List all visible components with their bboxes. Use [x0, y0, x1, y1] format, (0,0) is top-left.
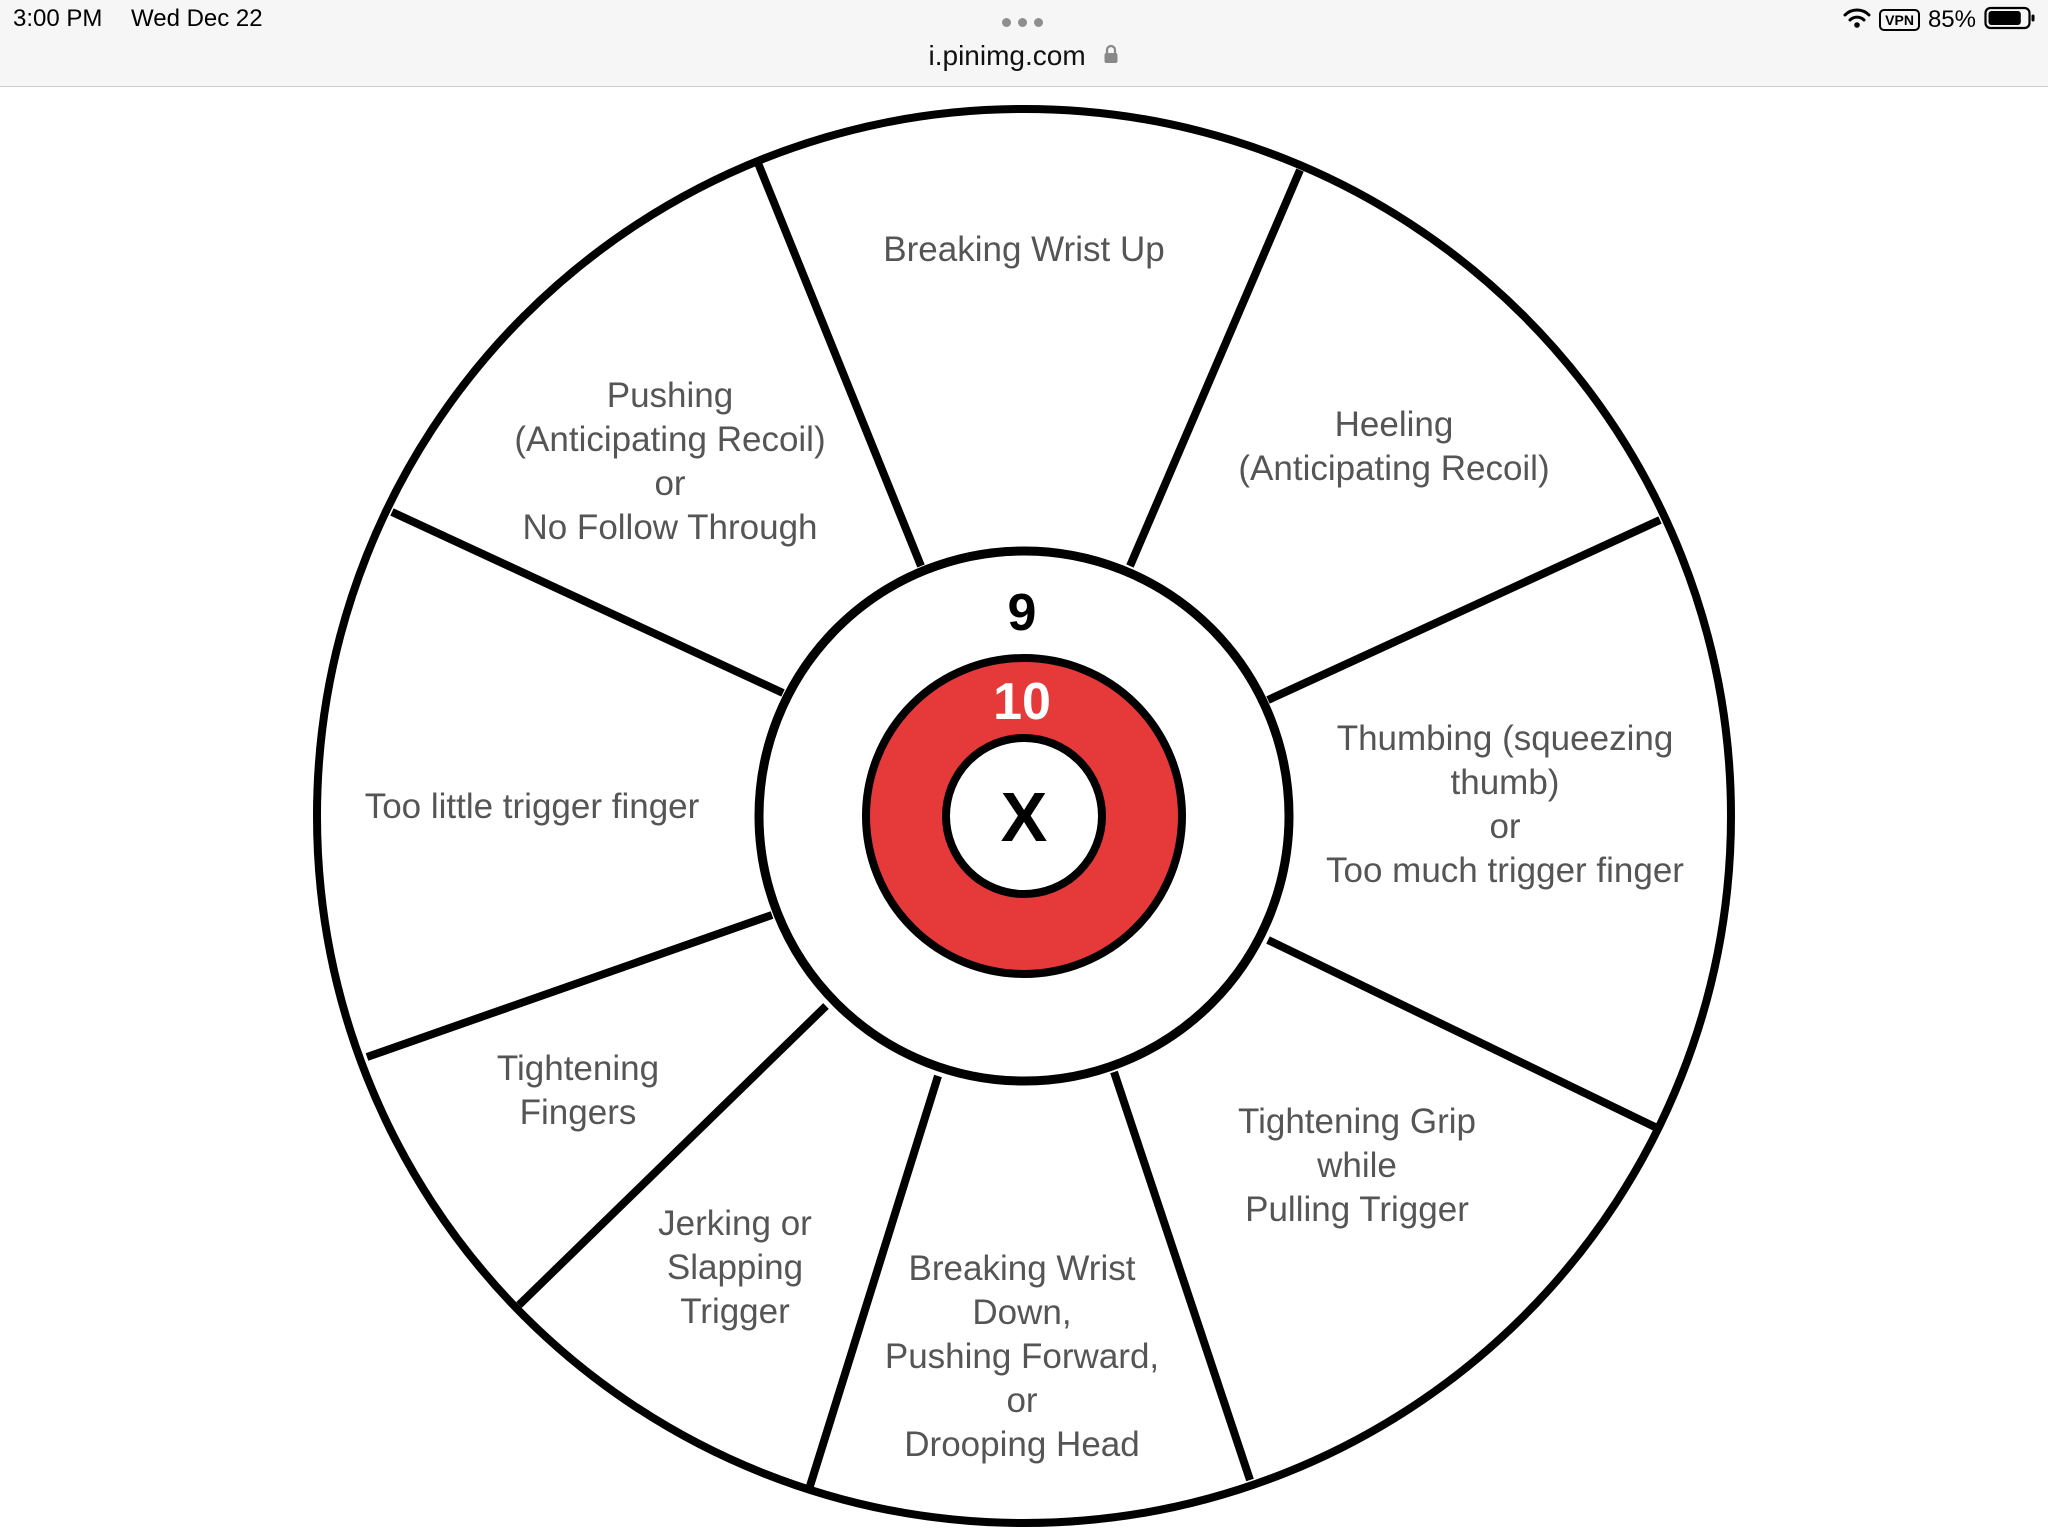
segment-label-line: Tightening Grip — [1238, 1102, 1476, 1141]
status-bar: 3:00 PM Wed Dec 22 i.pinimg.com VPN 85% — [0, 0, 2048, 87]
segment-label-line: Slapping — [667, 1248, 803, 1287]
status-time: 3:00 PM — [13, 5, 103, 32]
segment-labels: Breaking Wrist Up Heeling (Anticipating Re… — [365, 230, 1685, 1464]
divider-line — [1126, 168, 1304, 568]
segment-label-line: while — [1316, 1146, 1397, 1185]
segment-label-line: or — [1489, 807, 1520, 846]
ring-10-label: 10 — [993, 673, 1051, 731]
center-x-ring — [942, 734, 1106, 898]
ring-9-label: 9 — [1008, 584, 1037, 642]
segment-label-line: Tightening — [497, 1049, 659, 1088]
segment-label-line: Pushing — [607, 376, 733, 415]
segment-label-line: (Anticipating Recoil) — [514, 420, 825, 459]
segment-dividers — [365, 161, 1662, 1488]
divider-line — [365, 911, 774, 1061]
segment-label-line: or — [1006, 1381, 1037, 1420]
segment-label-line: No Follow Through — [522, 508, 817, 547]
divider-line — [1266, 936, 1657, 1131]
segment-label-line: Heeling — [1335, 405, 1454, 444]
segment-label-line: Trigger — [680, 1292, 790, 1331]
status-date: Wed Dec 22 — [131, 5, 263, 32]
segment-label-left: Too little trigger finger — [365, 787, 700, 826]
more-dots-icon[interactable] — [1000, 18, 1048, 30]
divider-line — [516, 1003, 829, 1308]
segment-label-line: Jerking or — [658, 1204, 812, 1243]
segment-label-line: thumb) — [1451, 763, 1560, 802]
segment-label-top: Breaking Wrist Up — [883, 230, 1164, 269]
segment-label-line: Breaking Wrist Up — [883, 230, 1164, 269]
url-text: i.pinimg.com — [928, 40, 1086, 71]
segment-label-line: Fingers — [520, 1093, 637, 1132]
wifi-icon — [1843, 7, 1871, 34]
url-bar[interactable]: i.pinimg.com — [0, 40, 2048, 72]
battery-percent: 85% — [1927, 6, 1976, 33]
segment-label-line: Too much trigger finger — [1326, 851, 1684, 890]
segment-label-line: Drooping Head — [904, 1425, 1139, 1464]
segment-label-line: Too little trigger finger — [365, 787, 700, 826]
vpn-icon: VPN — [1879, 9, 1920, 31]
divider-line — [1266, 516, 1662, 704]
battery-icon — [1984, 6, 2036, 35]
segment-label-line: Thumbing (squeezing — [1337, 719, 1674, 758]
segment-label-line: Breaking Wrist — [909, 1249, 1136, 1288]
lock-icon — [1103, 39, 1119, 71]
segment-label-upper-right: Heeling (Anticipating Recoil) — [1238, 405, 1549, 488]
divider-line — [390, 508, 785, 697]
divider-line — [806, 1074, 942, 1488]
segment-label-line: Pulling Trigger — [1245, 1190, 1469, 1229]
segment-label-line: (Anticipating Recoil) — [1238, 449, 1549, 488]
center-x-label: X — [1001, 778, 1048, 856]
divider-line — [754, 161, 925, 568]
segment-label-upper-left: Pushing (Anticipating Recoil) or No Follow … — [514, 376, 825, 547]
segment-label-line: Down, — [972, 1293, 1071, 1332]
segment-label-line: or — [654, 464, 685, 503]
target-diagram: 9 10 X Breaking Wrist Up Heeling (Anticipa… — [313, 105, 1735, 1527]
status-indicators: VPN 85% — [1843, 3, 2036, 37]
segment-label-line: Pushing Forward, — [885, 1337, 1159, 1376]
divider-line — [1110, 1070, 1254, 1482]
